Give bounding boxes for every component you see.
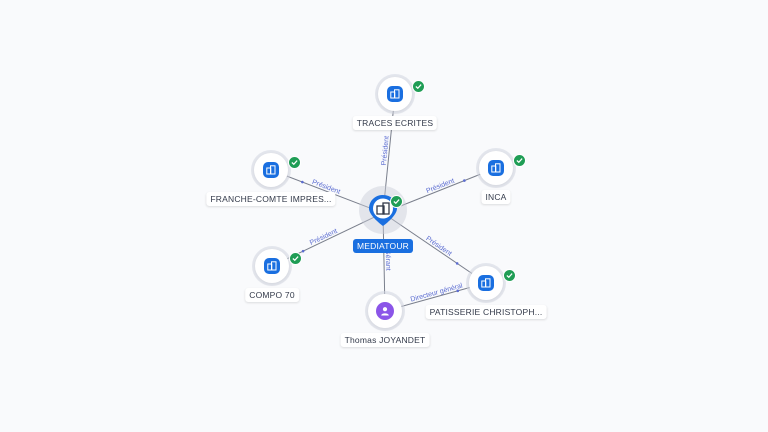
- verified-check-icon: [513, 154, 526, 167]
- node-circle: [479, 151, 513, 185]
- building-icon: [263, 162, 279, 178]
- node-label: FRANCHE-COMTE IMPRES...: [206, 192, 336, 206]
- edge-label: Président: [309, 228, 339, 247]
- node-circle: [378, 77, 412, 111]
- node-circle: [254, 153, 288, 187]
- edge-arrow: [463, 179, 466, 182]
- edge-arrow: [301, 180, 304, 184]
- edge-label: Directeur général: [410, 282, 464, 303]
- edge-label: Président: [424, 235, 452, 257]
- node-circle: [368, 294, 402, 328]
- edge-arrow: [301, 249, 305, 253]
- verified-check-icon: [289, 252, 302, 265]
- edge-arrow: [456, 289, 460, 293]
- edge-arrow: [455, 262, 459, 265]
- verified-check-icon: [390, 195, 403, 208]
- building-icon: [387, 86, 403, 102]
- node-circle: [255, 249, 289, 283]
- verified-check-icon: [503, 269, 516, 282]
- node-label: PATISSERIE CHRISTOPH...: [425, 305, 547, 319]
- edge-label: Président: [381, 136, 391, 166]
- edge-label: Gérant: [384, 249, 391, 271]
- edge-center-franche: [270, 169, 384, 214]
- node-circle: [469, 266, 503, 300]
- center-node-label: MEDIATOUR: [352, 239, 414, 253]
- node-label: TRACES ECRITES: [352, 116, 438, 130]
- building-icon: [478, 275, 494, 291]
- edge-center-inca: [382, 167, 497, 214]
- edge-center-traces: [382, 93, 396, 214]
- node-label: INCA: [481, 190, 511, 204]
- building-icon: [488, 160, 504, 176]
- verified-check-icon: [288, 156, 301, 169]
- edge-center-patisserie: [382, 212, 487, 284]
- node-label: COMPO 70: [245, 288, 299, 302]
- node-label: Thomas JOYANDET: [340, 333, 430, 347]
- person-icon: [376, 302, 394, 320]
- verified-check-icon: [412, 80, 425, 93]
- building-icon: [264, 258, 280, 274]
